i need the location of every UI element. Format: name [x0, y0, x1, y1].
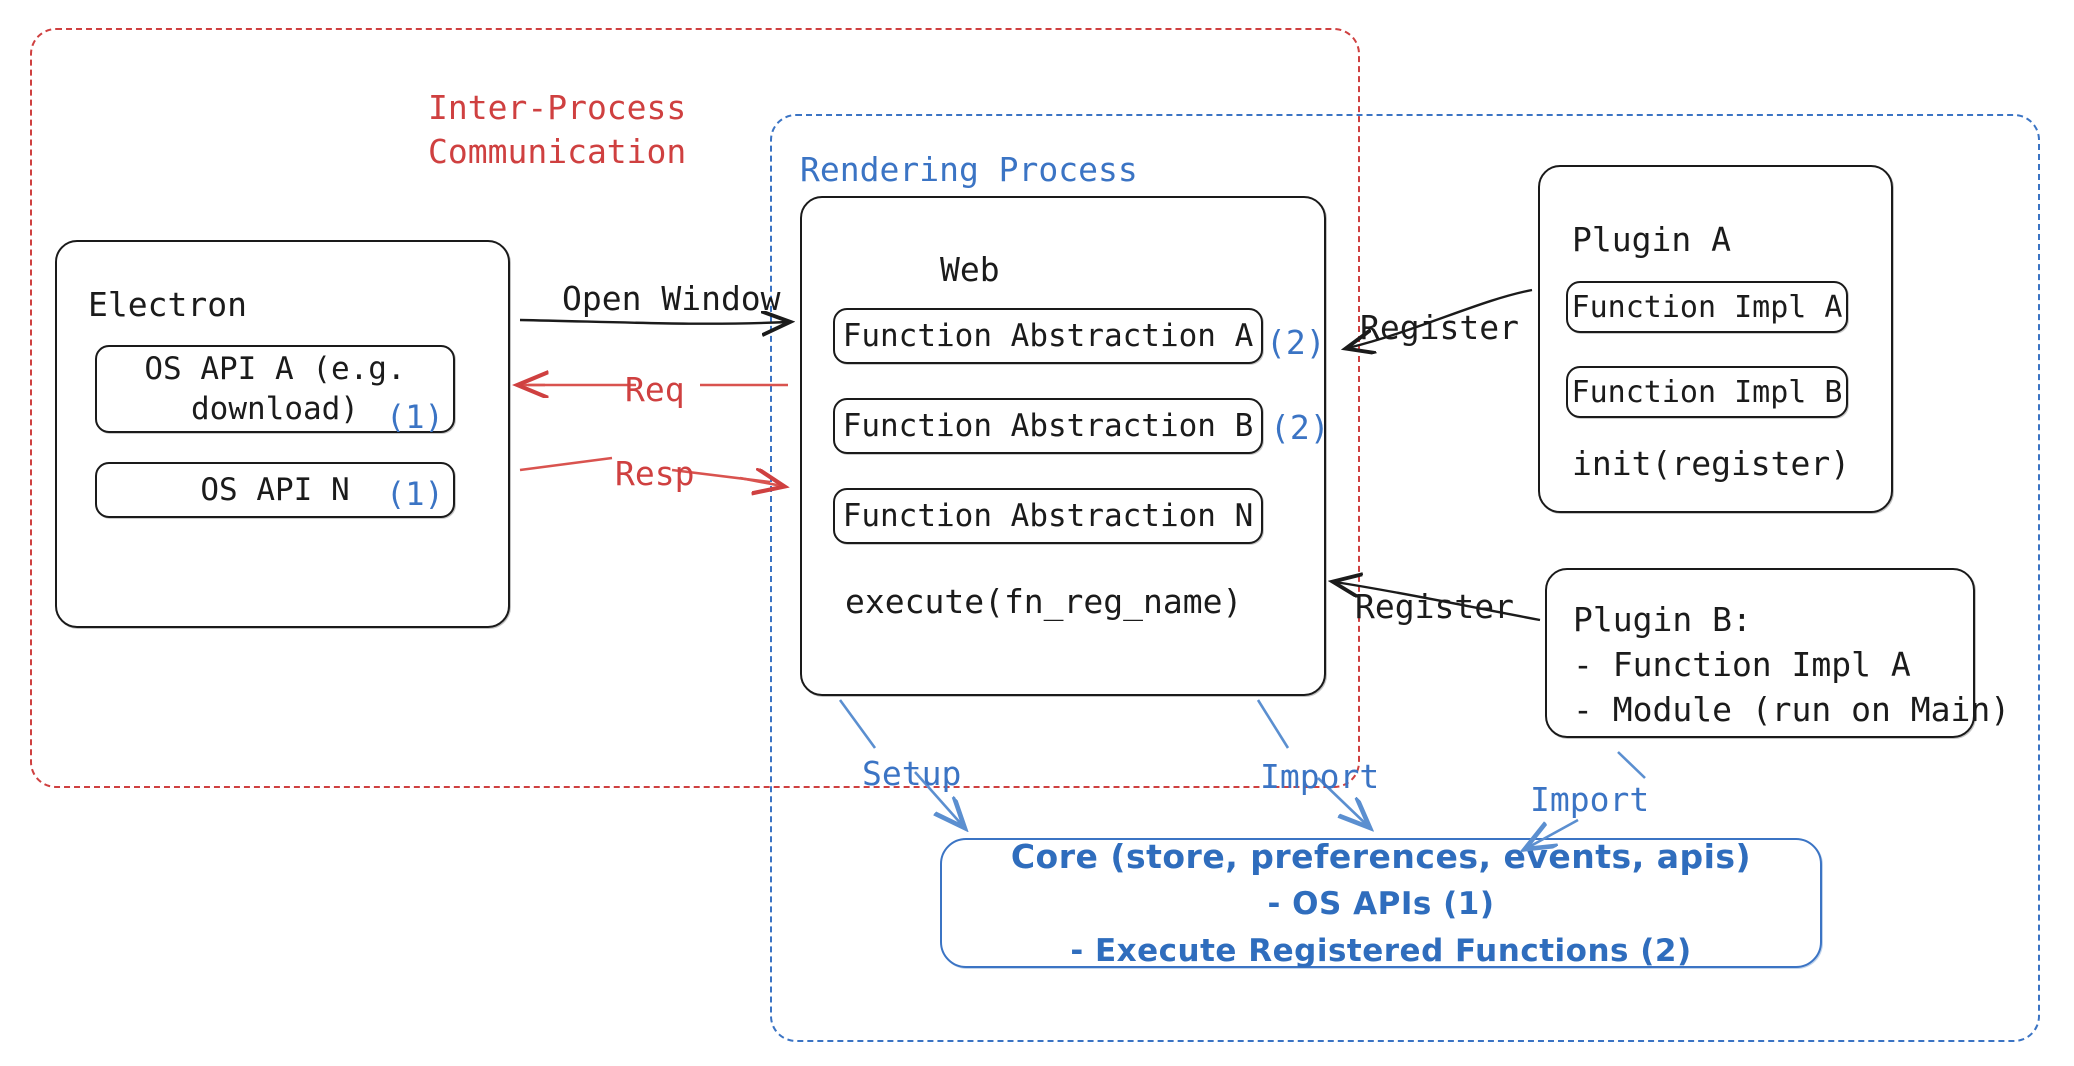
os-api-a-marker: (1) — [386, 398, 444, 436]
function-abstraction-a-box: Function Abstraction A — [833, 308, 1263, 364]
function-abstraction-a-marker: (2) — [1266, 323, 1326, 362]
os-api-a-label: OS API A (e.g. download) — [144, 350, 406, 427]
core-box: Core (store, preferences, events, apis) … — [940, 837, 1822, 969]
os-api-n-marker: (1) — [386, 475, 444, 513]
function-abstraction-b-label: Function Abstraction B — [842, 408, 1254, 444]
plugin-b-title: Plugin B: — [1573, 600, 1752, 639]
plugin-a-function-impl-b-box: Function Impl B — [1566, 366, 1848, 418]
plugin-b-function-impl-a: - Function Impl A — [1573, 645, 1911, 684]
ipc-boundary — [30, 28, 1360, 788]
plugin-b-module: - Module (run on Main) — [1573, 690, 2011, 729]
plugin-a-label: Plugin A — [1572, 220, 1731, 259]
function-abstraction-n-box: Function Abstraction N — [833, 488, 1263, 544]
electron-box — [55, 240, 510, 628]
arrow-resp-label: Resp — [615, 454, 695, 493]
arrow-setup-tail — [838, 699, 877, 749]
arrow-register-plugin-b — [1335, 582, 1541, 622]
arrow-register-plugin-a — [1348, 288, 1533, 348]
arrow-req-label: Req — [625, 370, 685, 409]
arrow-import-web-tail — [1256, 699, 1290, 749]
arrow-import-web-label: Import — [1260, 757, 1380, 796]
arrow-import-web-head — [1317, 777, 1368, 826]
os-api-a-box: OS API A (e.g. download) — [95, 345, 455, 433]
arrow-import-plugin-tail — [1617, 751, 1646, 779]
arrow-register-plugin-a-label: Register — [1360, 308, 1519, 347]
web-label: Web — [940, 250, 1000, 289]
function-abstraction-b-marker: (2) — [1270, 408, 1330, 447]
os-api-n-box: OS API N — [95, 462, 455, 518]
arrow-import-plugin-head — [1527, 818, 1579, 848]
plugin-a-init-label: init(register) — [1572, 444, 1851, 483]
plugin-a-box — [1538, 165, 1893, 513]
arrow-import-plugin-label: Import — [1530, 780, 1650, 819]
rendering-process-boundary — [770, 114, 2040, 1042]
arrow-open-window — [519, 320, 788, 324]
plugin-a-function-impl-a-label: Function Impl A — [1571, 289, 1843, 325]
arrow-setup-label: Setup — [862, 754, 962, 793]
ipc-title: Inter-Process Communication — [428, 88, 687, 171]
core-line-2: - OS APIs (1) — [1267, 886, 1495, 923]
rendering-process-title: Rendering Process — [800, 150, 1138, 189]
electron-label: Electron — [88, 285, 247, 324]
arrow-setup-head — [914, 771, 963, 826]
core-line-3: - Execute Registered Functions (2) — [1070, 932, 1692, 969]
arrow-register-plugin-b-label: Register — [1355, 587, 1514, 626]
plugin-a-function-impl-a-box: Function Impl A — [1566, 281, 1848, 333]
plugin-a-function-impl-b-label: Function Impl B — [1571, 374, 1843, 410]
os-api-n-label: OS API N — [200, 472, 350, 508]
function-abstraction-n-label: Function Abstraction N — [842, 498, 1254, 534]
core-line-1: Core (store, preferences, events, apis) — [1010, 836, 1752, 876]
arrow-resp-head — [739, 478, 782, 486]
arrow-open-window-label: Open Window — [562, 279, 781, 318]
function-abstraction-a-label: Function Abstraction A — [842, 318, 1254, 354]
web-execute-label: execute(fn_reg_name) — [845, 582, 1243, 621]
plugin-b-box — [1545, 568, 1975, 738]
function-abstraction-b-box: Function Abstraction B — [833, 398, 1263, 454]
